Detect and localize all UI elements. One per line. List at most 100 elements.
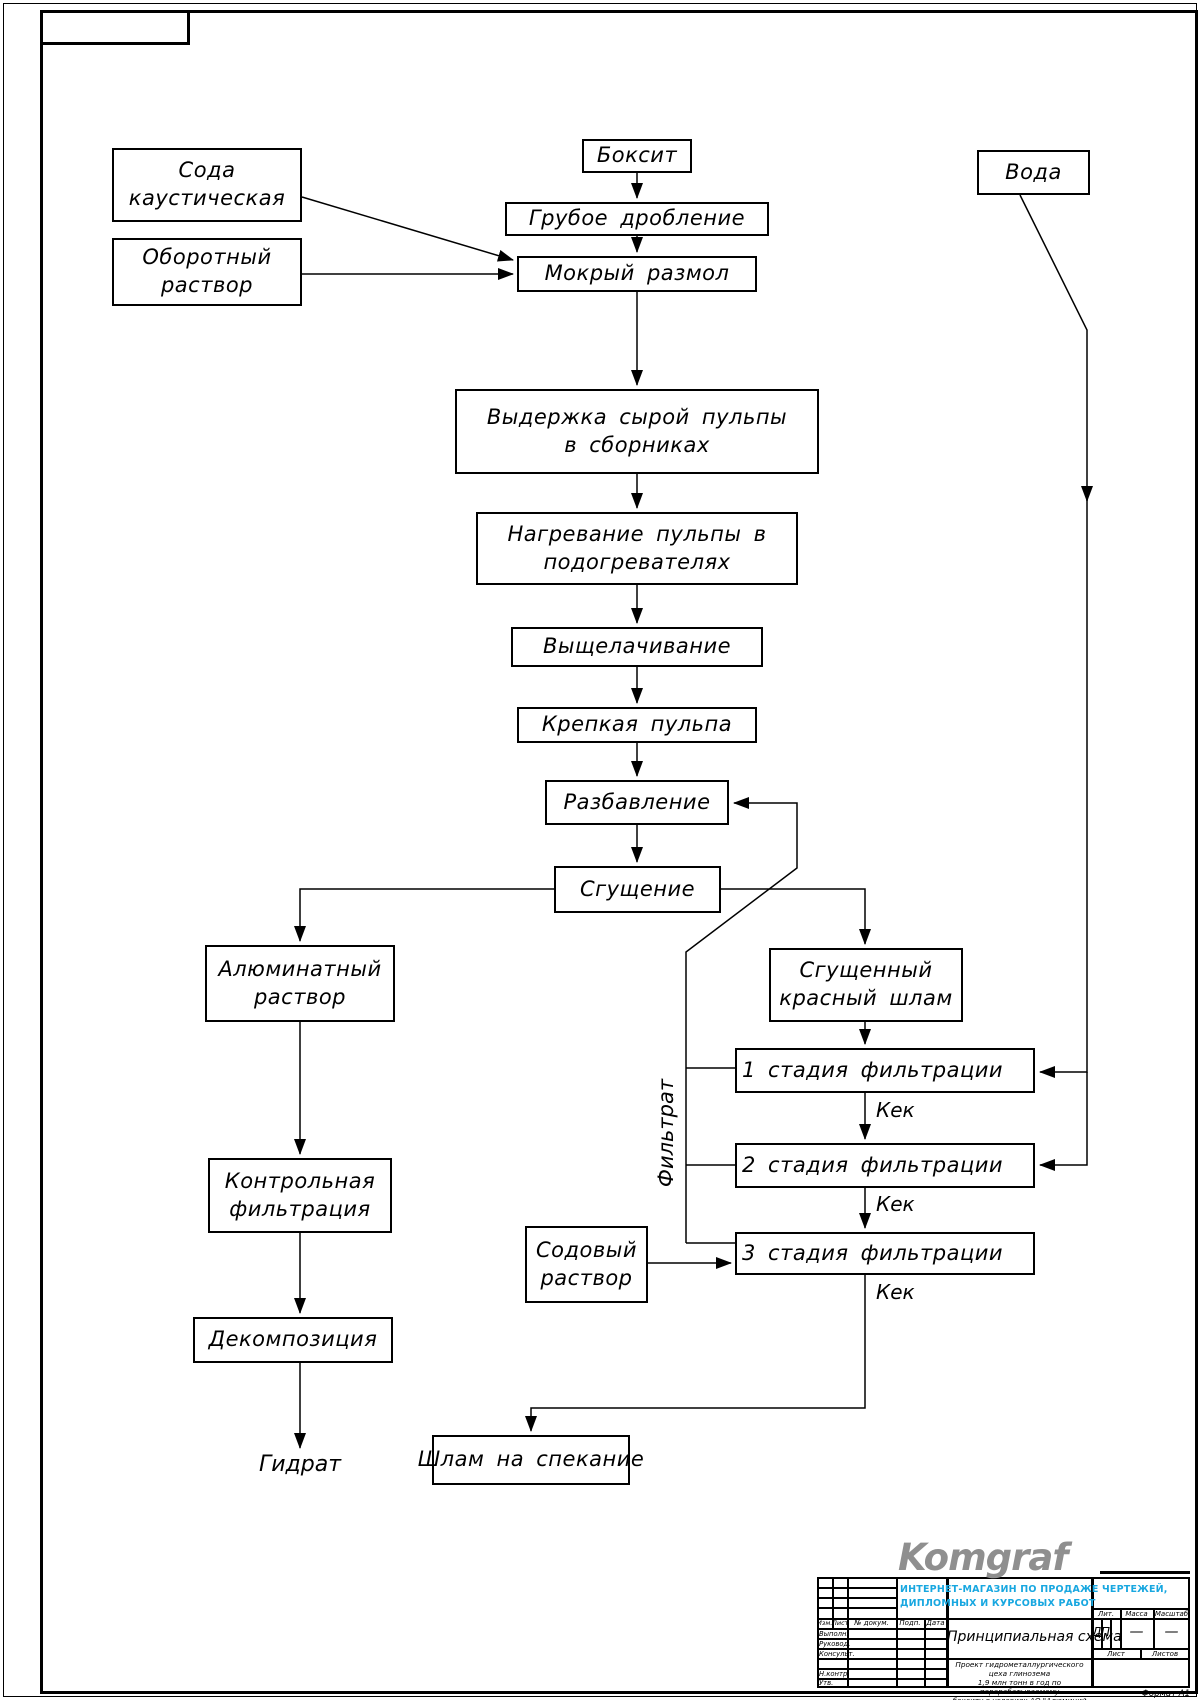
- tb-header-izm: Изм.: [817, 1619, 833, 1627]
- node-filtration-stage-2: 2 стадия фильтрации: [735, 1143, 1035, 1188]
- node-label: раствор: [540, 1265, 633, 1290]
- node-control-filtration: Контрольная фильтрация: [208, 1158, 392, 1233]
- tb-row-label: Консульт.: [819, 1649, 855, 1658]
- description-line: Проект гидрометаллургического цеха глино…: [955, 1660, 1084, 1678]
- grid-line: [947, 1618, 1092, 1620]
- node-label: Крепкая пульпа: [541, 712, 733, 737]
- node-label: в сборниках: [564, 432, 710, 457]
- edge-water-to-stage1: [1039, 498, 1088, 1078]
- description-line: бокситу в условиях АО "Алюминий Казахста…: [948, 1696, 1091, 1700]
- title-block-divider: [1091, 1577, 1094, 1688]
- node-coarse-crushing: Грубое дробление: [505, 202, 769, 236]
- grid-line: [817, 1597, 896, 1599]
- logo-tagline-2: ДИПЛОМНЫХ И КУРСОВЫХ РАБОТ: [900, 1598, 1096, 1609]
- mass-header: Масса: [1125, 1609, 1148, 1618]
- tb-row-label: Руковод.: [819, 1639, 851, 1648]
- label-filtrat: Фильтрат: [654, 1078, 678, 1188]
- grid-line: [1092, 1658, 1190, 1660]
- node-leaching: Выщелачивание: [511, 627, 763, 667]
- node-label: Грубое дробление: [528, 206, 746, 231]
- grid-line: [832, 1577, 834, 1628]
- node-label: Алюминатный: [218, 956, 382, 981]
- drawing-frame: [40, 10, 1198, 1694]
- grid-line: [896, 1577, 898, 1688]
- label-kek-2: Кек: [876, 1192, 915, 1216]
- grid-line: [924, 1618, 926, 1688]
- grid-line: [817, 1587, 896, 1589]
- mass-value: —: [1129, 1624, 1144, 1640]
- description-line: 1,9 млн тонн в год по перерабатываемому: [977, 1678, 1062, 1696]
- node-label: Сода: [178, 158, 236, 183]
- node-label: Вода: [1005, 159, 1062, 184]
- node-label: каустическая: [128, 186, 286, 210]
- node-label: раствор: [253, 984, 347, 1009]
- grid-line: [817, 1607, 896, 1609]
- logo-wordmark: Komgraf: [898, 1536, 1068, 1579]
- node-recycled-solution: Оборотный раствор: [112, 238, 302, 306]
- node-label: фильтрация: [229, 1196, 371, 1221]
- node-label: красный шлам: [779, 986, 953, 1010]
- node-filtration-stage-1: 1 стадия фильтрации: [735, 1048, 1035, 1093]
- label-kek-1: Кек: [876, 1098, 915, 1122]
- tb-row-label: Утв.: [819, 1679, 834, 1687]
- node-soda-solution: Содовый раствор: [525, 1226, 648, 1303]
- sheet-label: Лист: [1107, 1649, 1125, 1658]
- grid-line: [1092, 1608, 1190, 1610]
- grid-line: [817, 1648, 947, 1650]
- node-label: раствор: [160, 273, 254, 297]
- grid-line: [1140, 1648, 1142, 1658]
- node-soda: Сода каустическая: [112, 148, 302, 222]
- grid-line: [1092, 1618, 1190, 1620]
- node-water: Вода: [977, 150, 1090, 195]
- label-kek-3: Кек: [876, 1280, 915, 1304]
- lit-value: П: [1101, 1625, 1111, 1639]
- grid-line: [1120, 1608, 1122, 1648]
- label-gidrat: Гидрат: [258, 1452, 342, 1477]
- node-label: Боксит: [596, 143, 678, 168]
- node-mud-to-sintering: Шлам на спекание: [418, 1435, 644, 1485]
- grid-line: [1110, 1618, 1112, 1648]
- node-filtration-stage-3: 3 стадия фильтрации: [735, 1232, 1035, 1275]
- tb-row-label: Н.контр.: [819, 1669, 850, 1678]
- node-label: Содовый: [536, 1237, 637, 1262]
- tb-header-podp: Подп.: [899, 1619, 921, 1627]
- grid-line: [817, 1678, 947, 1680]
- scale-value: —: [1164, 1624, 1179, 1640]
- grid-line: [817, 1628, 947, 1630]
- scale-header: Масштаб: [1154, 1609, 1189, 1618]
- lit-value: Д: [1092, 1625, 1102, 1639]
- node-label: Контрольная: [224, 1168, 376, 1193]
- format-note: Формат А1: [1141, 1689, 1190, 1699]
- logo-underline: [1100, 1571, 1190, 1574]
- edge-stage3-to-sintering-kek: [525, 1275, 866, 1432]
- edge-water-to-stage2: [1039, 1072, 1088, 1171]
- node-label: Нагревание пульпы в: [507, 521, 767, 546]
- edge-thickening-to-redmud: [721, 888, 871, 945]
- node-aluminate-solution: Алюминатный раствор: [205, 945, 395, 1022]
- node-label: Декомпозиция: [208, 1327, 378, 1352]
- grid-line: [817, 1618, 947, 1620]
- node-label: Выдержка сырой пульпы: [486, 404, 788, 429]
- node-label: Оборотный: [142, 245, 272, 270]
- lit-header: Лит.: [1097, 1609, 1115, 1618]
- tb-row-label: Выполн.: [819, 1629, 849, 1638]
- node-label: Выщелачивание: [542, 634, 732, 659]
- grid-line: [817, 1658, 947, 1660]
- node-decomposition: Декомпозиция: [193, 1317, 393, 1363]
- grid-line: [817, 1668, 947, 1670]
- grid-line: [1101, 1618, 1103, 1648]
- project-description: Проект гидрометаллургического цеха глино…: [948, 1660, 1091, 1700]
- edge-water-down-line: [1019, 194, 1093, 502]
- node-label: Сгущение: [579, 876, 696, 901]
- edge-thickening-to-aluminate: [294, 888, 554, 942]
- edge-filtrate-return-to-dilution: [685, 797, 798, 1243]
- node-wet-grinding: Мокрый размол: [517, 256, 757, 292]
- logo-tagline-1: ИНТЕРНЕТ-МАГАЗИН ПО ПРОДАЖЕ ЧЕРТЕЖЕЙ,: [900, 1584, 1168, 1595]
- document-title: Принципиальная схема: [947, 1629, 1122, 1645]
- node-label: 3 стадия фильтрации: [742, 1240, 1004, 1265]
- node-strong-pulp: Крепкая пульпа: [517, 707, 757, 743]
